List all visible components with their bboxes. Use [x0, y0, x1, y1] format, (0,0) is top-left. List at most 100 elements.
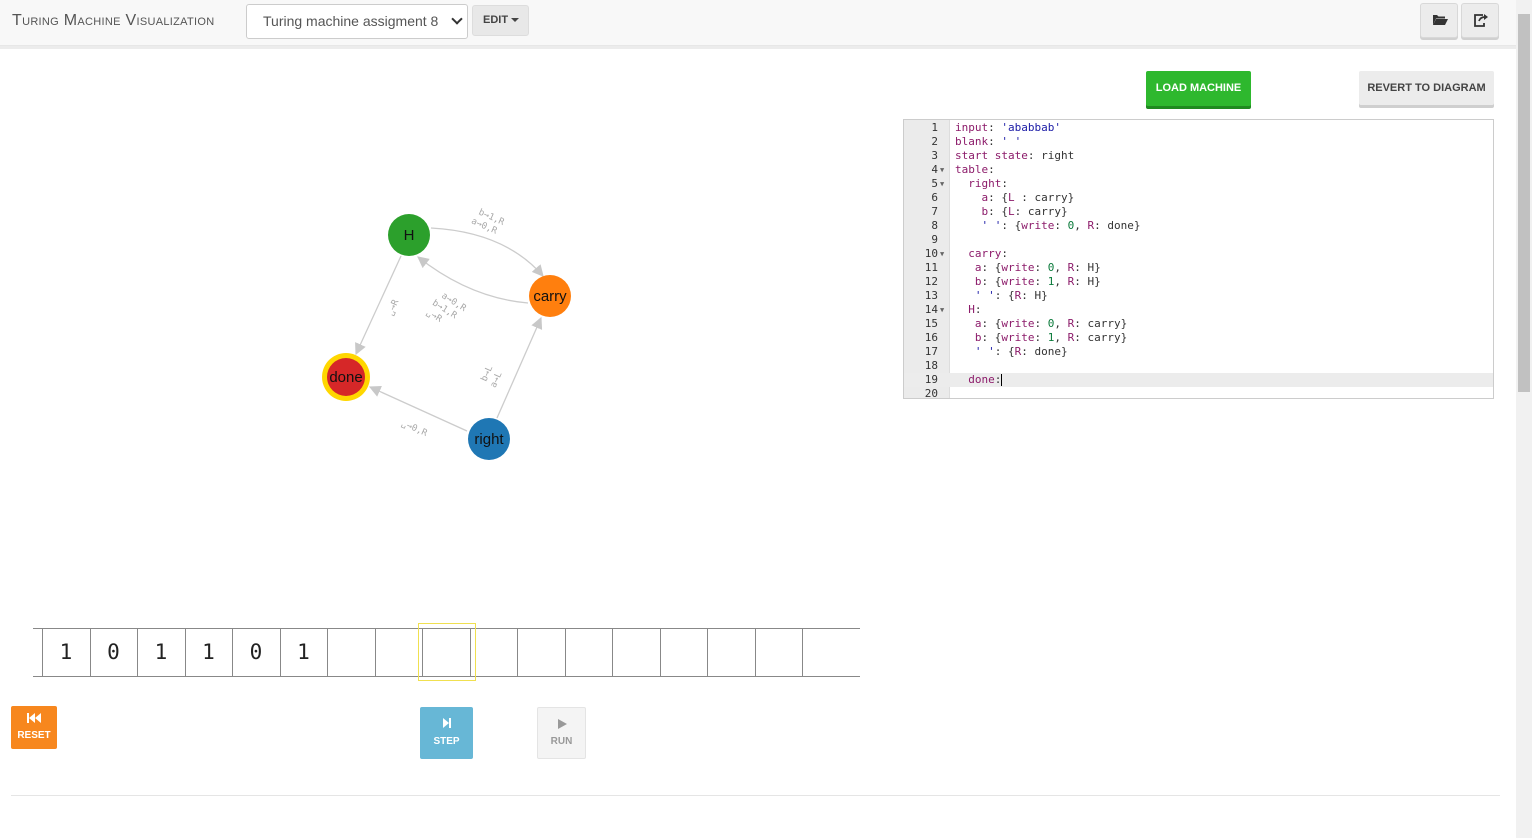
page-scrollbar[interactable] — [1516, 0, 1532, 838]
code-line[interactable]: 16 b: {write: 1, R: carry} — [904, 331, 1493, 345]
line-number: 20 — [924, 387, 938, 400]
line-number: 10 — [924, 247, 938, 260]
code-text: ' ': {R: H} — [974, 289, 1048, 302]
code-text: right: — [968, 177, 1008, 190]
state-label: H — [404, 227, 415, 244]
code-text: b: {write: 1, R: H} — [974, 275, 1101, 288]
code-line[interactable]: 18 — [904, 359, 1493, 373]
fold-toggle-icon[interactable]: ▼ — [940, 250, 945, 258]
share-button[interactable] — [1461, 3, 1499, 38]
step-forward-icon — [443, 718, 451, 728]
line-number: 12 — [924, 275, 938, 288]
editor-gutter — [904, 120, 950, 398]
line-number: 6 — [931, 191, 938, 204]
line-number: 13 — [924, 289, 938, 302]
code-text: input: 'ababbab' — [955, 121, 1061, 134]
code-text: a: {write: 0, R: carry} — [974, 317, 1128, 330]
line-number: 14 — [924, 303, 938, 316]
code-line[interactable]: 8 ' ': {write: 0, R: done} — [904, 219, 1493, 233]
step-label: STEP — [433, 736, 460, 747]
reset-button[interactable]: RESET — [11, 706, 57, 749]
edge-h-to-done[interactable] — [355, 255, 402, 356]
code-text: carry: — [968, 247, 1008, 260]
line-number: 3 — [931, 149, 938, 162]
revert-to-diagram-button[interactable]: REVERT TO DIAGRAM — [1359, 71, 1494, 105]
open-button[interactable] — [1420, 3, 1458, 38]
text-cursor — [1001, 374, 1003, 386]
line-number: 9 — [931, 233, 938, 246]
line-number: 16 — [924, 331, 938, 344]
run-label: RUN — [550, 736, 573, 747]
tape-cell — [422, 629, 469, 676]
machine-select[interactable]: Turing machine assigment 8 — [246, 4, 468, 39]
tape-cell — [659, 629, 707, 676]
state-label: done — [329, 369, 362, 386]
state-node-carry[interactable]: carry — [529, 275, 571, 317]
scrollbar-thumb[interactable] — [1518, 14, 1530, 392]
chevron-down-icon — [451, 13, 463, 25]
code-line[interactable]: 6 a: {L : carry} — [904, 191, 1493, 205]
code-line[interactable]: 4▼table: — [904, 163, 1493, 177]
code-line[interactable]: 5▼ right: — [904, 177, 1493, 191]
code-line[interactable]: 13 ' ': {R: H} — [904, 289, 1493, 303]
code-line[interactable]: 15 a: {write: 0, R: carry} — [904, 317, 1493, 331]
code-line[interactable]: 17 ' ': {R: done} — [904, 345, 1493, 359]
code-text: b: {write: 1, R: carry} — [974, 331, 1128, 344]
code-line[interactable]: 11 a: {write: 0, R: H} — [904, 261, 1493, 275]
edge-carry-to-h[interactable] — [417, 256, 529, 304]
tape-cell — [802, 629, 849, 676]
tape-cell: 0 — [232, 629, 279, 676]
fold-toggle-icon[interactable]: ▼ — [940, 166, 945, 174]
footer-divider — [11, 795, 1500, 796]
tape-cell: 1 — [279, 629, 327, 676]
code-line[interactable]: 10▼ carry: — [904, 247, 1493, 261]
machine-select-value: Turing machine assigment 8 — [263, 13, 439, 29]
edge-right-to-done[interactable] — [368, 386, 468, 432]
tape-cell: 1 — [184, 629, 232, 676]
edge-right-to-carry[interactable] — [496, 316, 543, 419]
code-line[interactable]: 19 done: — [904, 373, 1493, 387]
state-node-h[interactable]: H — [388, 214, 430, 256]
code-line[interactable]: 9 — [904, 233, 1493, 247]
line-number: 8 — [931, 219, 938, 232]
code-text: a: {write: 0, R: H} — [974, 261, 1101, 274]
tape-cell: 0 — [89, 629, 137, 676]
state-diagram[interactable]: b→1,R a→0,R a→0,R b→1,R ␣→R ␣→R b→L a→L … — [0, 52, 900, 612]
edit-label: EDIT — [483, 14, 509, 26]
code-line[interactable]: 12 b: {write: 1, R: H} — [904, 275, 1493, 289]
state-node-right[interactable]: right — [468, 418, 510, 460]
fold-toggle-icon[interactable]: ▼ — [940, 306, 945, 314]
run-button[interactable]: RUN — [537, 707, 586, 759]
fold-toggle-icon[interactable]: ▼ — [940, 180, 945, 188]
play-icon — [558, 719, 567, 729]
line-number: 1 — [931, 121, 938, 134]
code-text: a: {L : carry} — [981, 191, 1075, 204]
step-button[interactable]: STEP — [420, 707, 473, 759]
code-line[interactable]: 1 input: 'ababbab' — [904, 121, 1493, 135]
code-line[interactable]: 14▼ H: — [904, 303, 1493, 317]
tape-cell: 1 — [42, 629, 89, 676]
code-line[interactable]: 20 — [904, 387, 1493, 401]
app-brand[interactable]: Turing Machine Visualization — [12, 12, 215, 29]
edge-h-to-carry[interactable] — [430, 227, 544, 277]
tape-cell — [469, 629, 517, 676]
tape-cell — [754, 629, 802, 676]
tape-cell: 1 — [137, 629, 184, 676]
code-line[interactable]: 7 b: {L: carry} — [904, 205, 1493, 219]
share-icon — [1474, 14, 1488, 27]
line-number: 4 — [931, 163, 938, 176]
reset-label: RESET — [17, 730, 51, 741]
line-number: 17 — [924, 345, 938, 358]
edit-dropdown-button[interactable]: EDIT — [472, 5, 529, 36]
tape-cell — [327, 629, 374, 676]
line-number: 19 — [924, 373, 938, 386]
tape-cell — [707, 629, 754, 676]
folder-open-icon — [1433, 15, 1448, 25]
state-node-done[interactable]: done — [322, 353, 370, 401]
load-machine-button[interactable]: LOAD MACHINE — [1146, 71, 1251, 106]
code-text: b: {L: carry} — [981, 205, 1068, 218]
